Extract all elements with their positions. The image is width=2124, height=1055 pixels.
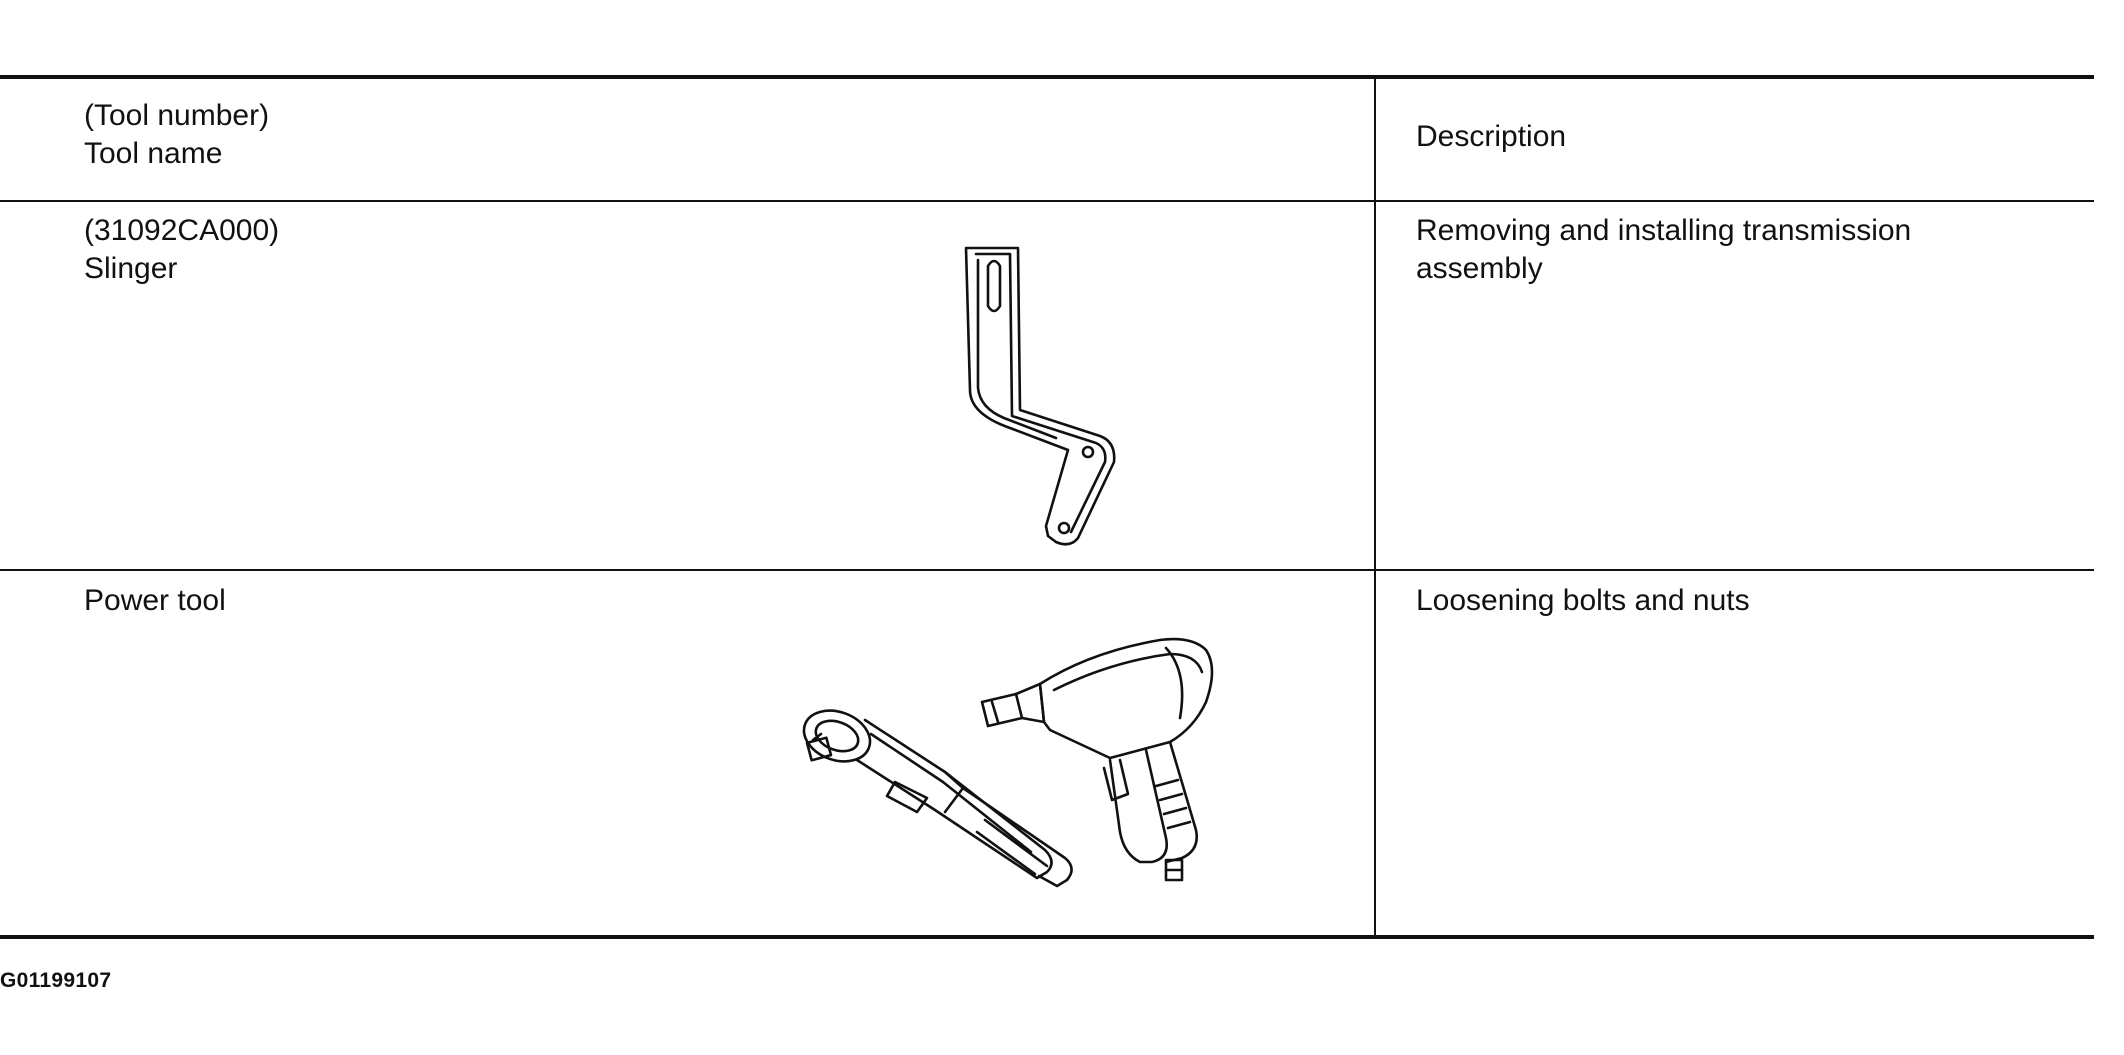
header-divider <box>0 200 2094 202</box>
row-2-description: Loosening bolts and nuts <box>1416 584 1750 617</box>
figure-code: G01199107 <box>0 969 112 992</box>
table-bottom-border <box>0 935 2094 939</box>
table-top-border <box>0 75 2094 79</box>
header-description-column: Description <box>1416 120 1567 153</box>
air-ratchet-icon <box>802 709 1073 888</box>
impact-wrench-icon <box>980 637 1214 882</box>
column-divider <box>1374 79 1376 935</box>
row-1-description: Removing and installing transmission ass… <box>1416 214 1912 285</box>
header-tool-column: (Tool number) Tool name <box>84 99 270 170</box>
row-2-tool-name: Power tool <box>84 584 226 617</box>
row-divider <box>0 569 2094 571</box>
row-1-tool-name: (31092CA000) Slinger <box>84 214 280 285</box>
slinger-bracket-icon <box>964 246 1116 546</box>
